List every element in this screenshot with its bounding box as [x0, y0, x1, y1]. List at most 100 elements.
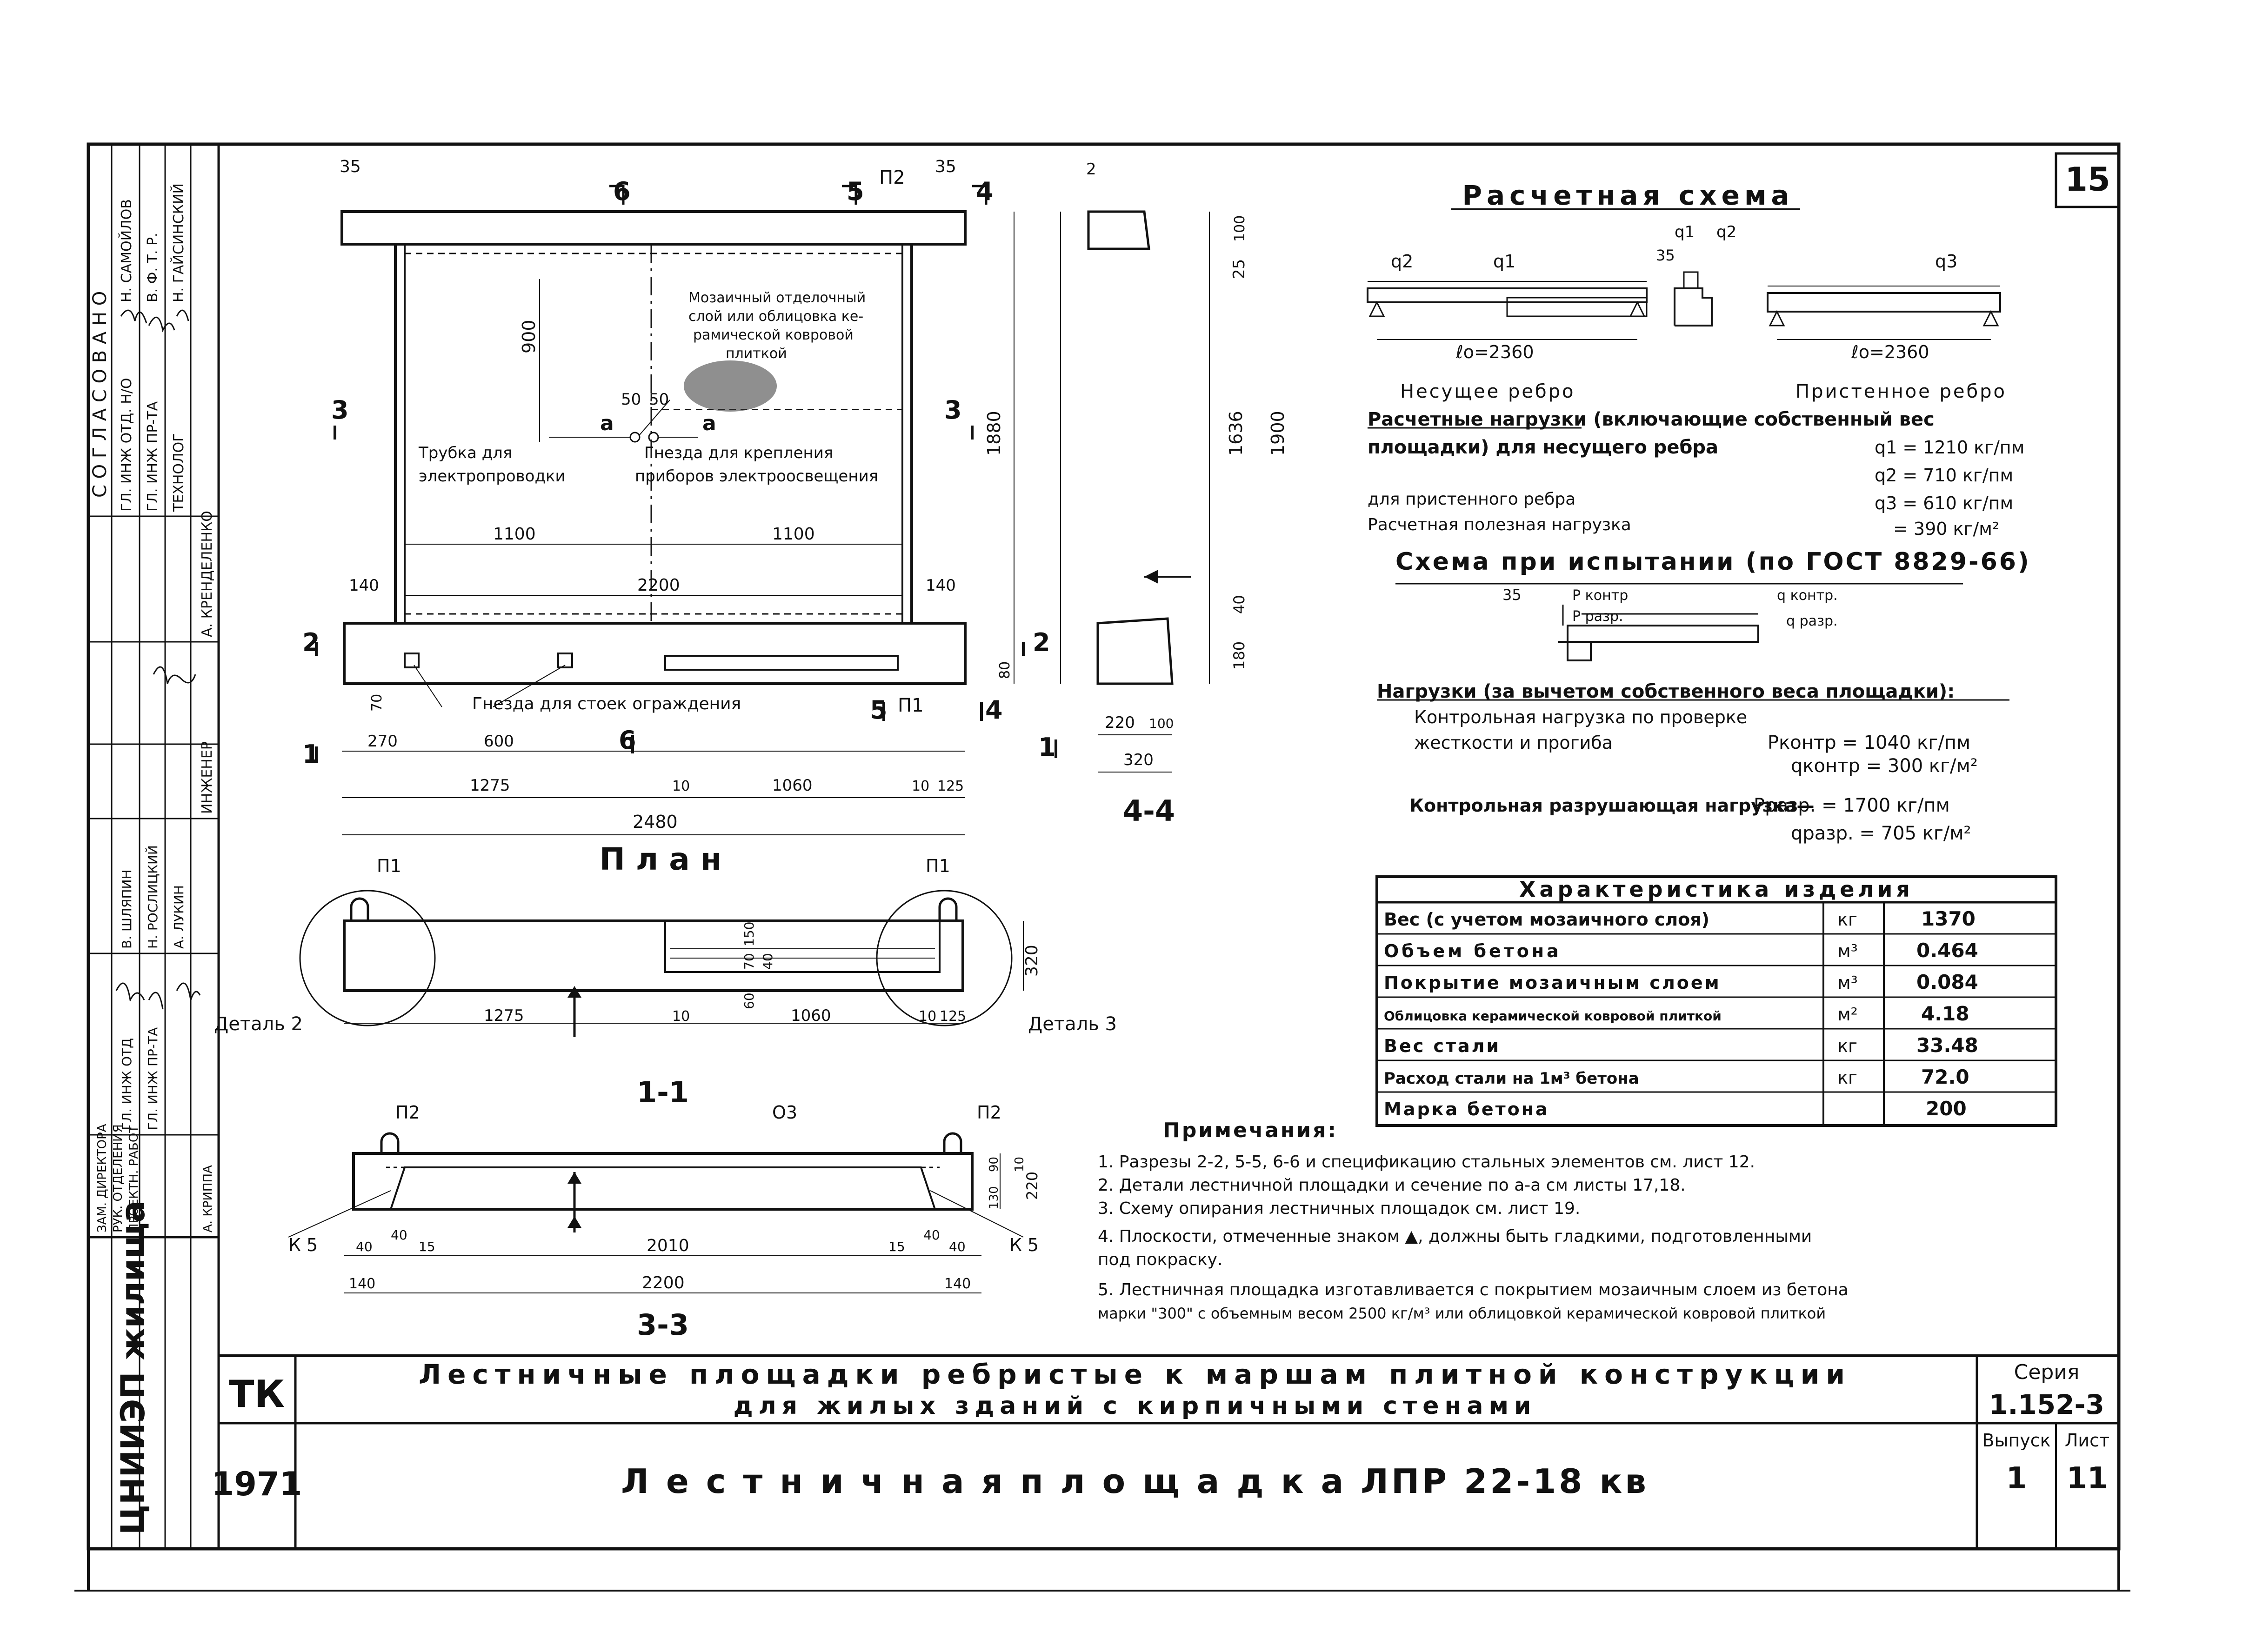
s44-dim-2: 2: [1086, 160, 1096, 179]
s44-dim-320: 320: [1123, 751, 1154, 769]
s33-dim-90: 90: [987, 1157, 1001, 1172]
approval-entry-4: Н. РОСЛИЦКИЙ: [145, 845, 160, 949]
table-row-7-value: 200: [1926, 1097, 1967, 1120]
plan-cut-6-top: 6: [613, 177, 631, 206]
s33-dim-2200: 2200: [642, 1273, 685, 1292]
s11-dim-320: 320: [1022, 945, 1041, 977]
plan-dim-50-b: 50: [649, 390, 669, 409]
test-q-ctrl-val: qконтр = 300 кг/м²: [1791, 755, 1978, 777]
title-block: [219, 1354, 2119, 1549]
test-ctrl-2: жесткости и прогиба: [1414, 733, 1613, 753]
plan-section-a1: а: [600, 412, 614, 435]
note-3: 3. Схему опирания лестничных площадок см…: [1098, 1199, 1580, 1218]
calc-q1-b: q1: [1675, 223, 1695, 241]
calc-dim-35: 35: [1656, 246, 1675, 264]
s33-marker-mid: О3: [772, 1102, 797, 1123]
table-row-3-name: Покрытие мозаичным слоем: [1384, 973, 1721, 993]
issue-value: 1: [2006, 1461, 2027, 1496]
approval-entry-3: В. ШЛЯПИН: [119, 869, 134, 949]
plan-dim-70: 70: [369, 694, 385, 712]
calc-loads-head-2: площадки) для несущего ребра: [1368, 437, 1718, 458]
plan-geometry: [315, 185, 1061, 835]
plan-note-mosaic-3: рамической ковровой: [693, 327, 854, 343]
calc-geometry: [1367, 208, 2009, 701]
approval-entry-10: ПРОЕКТН. РАБОТ: [127, 1126, 141, 1232]
calc-label-bearing: Несущее ребро: [1400, 381, 1575, 402]
approval-entry-9: РУК. ОТДЕЛЕНИЯ: [111, 1124, 125, 1232]
test-p-break-val: Pразр. = 1700 кг/пм: [1754, 795, 1950, 816]
sheet-number: 15: [2065, 160, 2110, 199]
s44-caption: 4-4: [1123, 794, 1175, 828]
s33-dim-130: 130: [987, 1186, 1001, 1209]
plan-dim-1900: 1900: [1268, 411, 1288, 456]
calc-title: Расчетная схема: [1462, 180, 1794, 211]
s33-dim-40-a: 40: [356, 1239, 373, 1254]
table-row-3-value: 0.084: [1916, 971, 1978, 993]
plan-dim-35-b: 35: [935, 157, 956, 176]
plan-dim-900: 900: [519, 320, 539, 353]
title-line-1: Лестничные площадки ребристые к маршам п…: [419, 1359, 1851, 1390]
table-row-7-name: Марка бетона: [1384, 1099, 1549, 1119]
calc-q1: q1: [1493, 251, 1515, 272]
s44-dim-100: 100: [1232, 215, 1248, 242]
title-line-2: для жилых зданий с кирпичными стенами: [734, 1392, 1537, 1420]
s11-caption: 1-1: [637, 1075, 689, 1109]
plan-note-mosaic-4: плиткой: [726, 346, 787, 362]
s33-dim-40-b: 40: [391, 1227, 407, 1243]
s33-dim-2010: 2010: [647, 1236, 689, 1255]
s33-dim-140-b: 140: [944, 1276, 971, 1292]
s33-dim-40-c: 40: [923, 1227, 940, 1243]
series-value: 1.152-3: [1989, 1389, 2104, 1420]
plan-dim-10-a: 10: [672, 778, 690, 794]
institute-stamp: ЦНИИЭП жилища: [114, 1200, 152, 1535]
approval-caption: С О Г Л А С О В А Н О: [89, 291, 111, 498]
calc-load-q2: q2 = 710 кг/пм: [1875, 465, 2013, 486]
table-row-2-name: Объем бетона: [1384, 941, 1562, 961]
table-row-5-value: 33.48: [1916, 1034, 1978, 1057]
test-loads-head: Нагрузки (за вычетом собственного веса п…: [1377, 681, 1955, 702]
series-label: Серия: [2014, 1360, 2080, 1384]
plan-dim-2200: 2200: [637, 576, 680, 595]
plan-marker-p1: П1: [898, 695, 924, 716]
title-year: 1971: [212, 1465, 302, 1503]
s11-detail-left: Деталь 2: [214, 1013, 303, 1035]
approval-strip: [87, 144, 220, 1549]
sheet-label: Лист: [2065, 1430, 2109, 1451]
calc-q2: q2: [1391, 251, 1413, 272]
s44-dim-220: 220: [1105, 713, 1135, 732]
table-row-4-unit: м²: [1837, 1004, 1858, 1025]
table-row-5-unit: кг: [1837, 1036, 1857, 1056]
calc-load-q1: q1 = 1210 кг/пм: [1875, 437, 2024, 458]
note-2: 2. Детали лестничной площадки и сечение …: [1098, 1176, 1686, 1195]
s33-dim-10: 10: [1013, 1157, 1027, 1172]
plan-dim-10-b: 10: [912, 778, 929, 794]
plan-dim-1880: 1880: [984, 411, 1004, 456]
title-tk: ТК: [229, 1372, 285, 1416]
table-row-6-unit: кг: [1837, 1067, 1857, 1088]
calc-q2-b: q2: [1716, 223, 1736, 241]
approval-entry-8: ЗАМ. ДИРЕКТОРА: [95, 1124, 109, 1232]
s11-detail-right: Деталь 3: [1028, 1013, 1117, 1035]
s11-dim-70: 70: [741, 953, 757, 970]
plan-marker-p2: П2: [879, 167, 905, 188]
approval-entry-7: А. ЛУКИН: [171, 885, 187, 949]
plan-dim-1060: 1060: [772, 776, 813, 795]
test-q-razr: q разр.: [1786, 613, 1838, 629]
sheet-value: 11: [2066, 1461, 2108, 1496]
approval-position-3: ТЕХНОЛОГ: [171, 433, 187, 512]
plan-cut-1-left: 1: [302, 739, 320, 769]
s11-dim-125: 125: [940, 1008, 966, 1025]
s11-dim-150: 150: [741, 922, 757, 946]
plan-cut-2-right: 2: [1033, 628, 1050, 657]
plan-section-a2: а: [702, 412, 716, 435]
test-q-contr: q контр.: [1777, 587, 1838, 604]
plan-dim-140-right: 140: [926, 576, 956, 595]
plan-dim-35-a: 35: [340, 157, 361, 176]
plan-cut-5-bottom: 5: [870, 695, 888, 725]
s11-marker-right: П1: [926, 856, 950, 876]
note-5: 5. Лестничная площадка изготавливается с…: [1098, 1280, 1849, 1299]
approval-entry-5: ГЛ. ИНЖ ОТД: [119, 1038, 134, 1130]
plan-cut-6-bottom: 6: [619, 726, 636, 755]
test-ctrl-1: Контрольная нагрузка по проверке: [1414, 707, 1747, 727]
